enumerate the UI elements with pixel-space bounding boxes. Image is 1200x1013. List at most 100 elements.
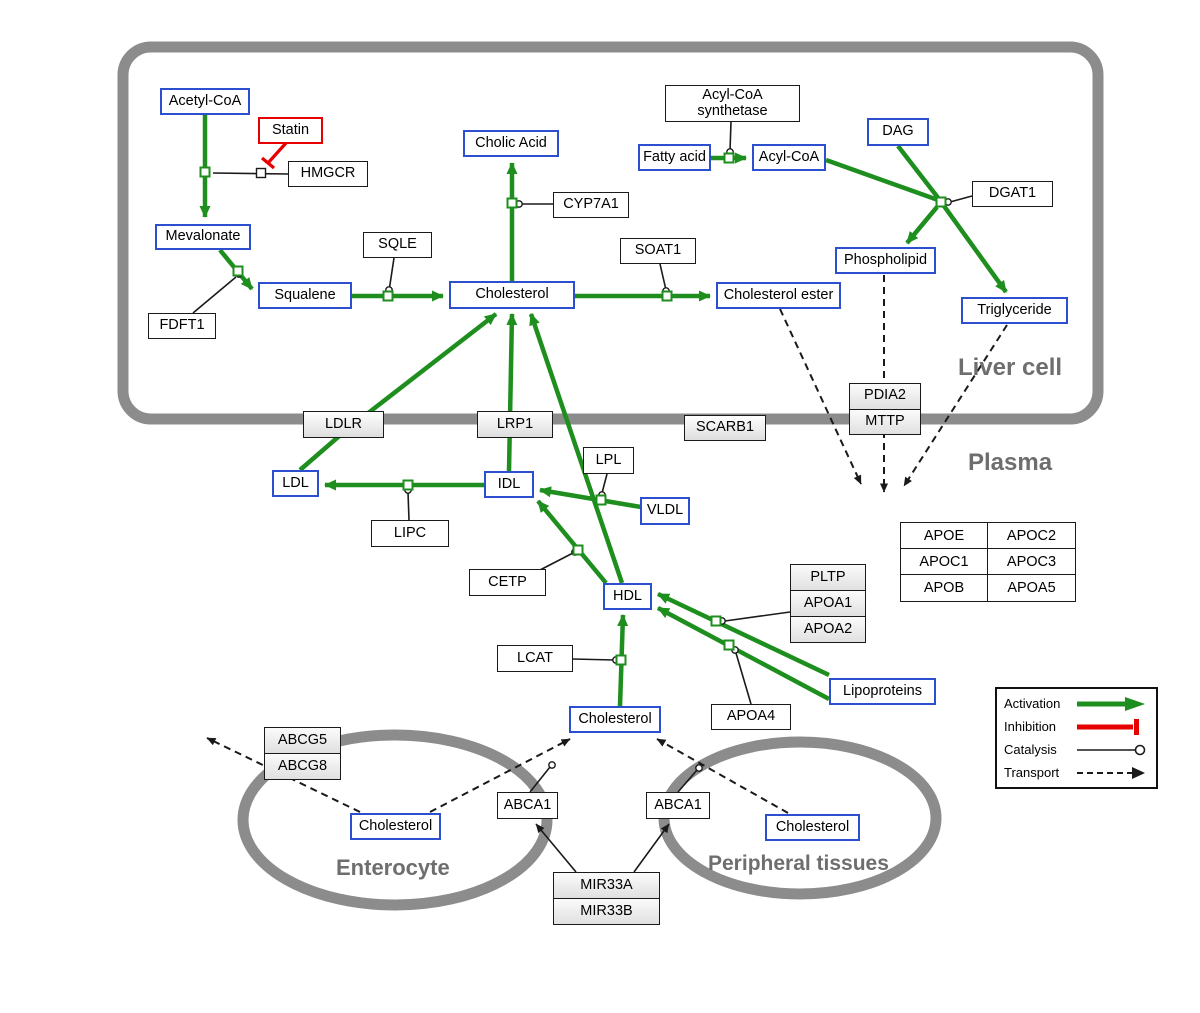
edge-mir33-abca1-left <box>535 823 577 873</box>
node-dgat1[interactable]: DGAT1 <box>972 181 1053 207</box>
node-apoc2[interactable]: APOC2 <box>988 523 1075 549</box>
edge-lipoproteins-hdl-lower <box>656 606 831 701</box>
node-ldl[interactable]: LDL <box>272 470 319 497</box>
reaction-squares <box>199 152 947 666</box>
node-cholesterol-plasma[interactable]: Cholesterol <box>569 706 661 733</box>
node-acetyl-coa[interactable]: Acetyl-CoA <box>160 88 250 115</box>
node-statin[interactable]: Statin <box>258 117 323 144</box>
node-squalene[interactable]: Squalene <box>258 282 352 309</box>
node-cyp7a1[interactable]: CYP7A1 <box>553 192 629 218</box>
legend-inhibition-label: Inhibition <box>1004 719 1057 734</box>
node-apoa2[interactable]: APOA2 <box>791 616 865 642</box>
edge-junction-triglyceride <box>942 204 1008 294</box>
node-cholic-acid[interactable]: Cholic Acid <box>463 130 559 157</box>
node-group-abcg5-abcg8: ABCG5 ABCG8 <box>264 727 341 780</box>
node-fdft1[interactable]: FDFT1 <box>148 313 216 339</box>
edge-catalysis-apoa4 <box>735 652 752 705</box>
edge-catalysis-fdft1 <box>192 276 237 314</box>
edge-dag-junction <box>896 144 941 201</box>
node-acyl-coa-synthetase[interactable]: Acyl-CoA synthetase <box>665 85 800 122</box>
node-mevalonate[interactable]: Mevalonate <box>155 224 251 250</box>
node-scarb1[interactable]: SCARB1 <box>684 415 766 441</box>
node-abca1-enterocyte[interactable]: ABCA1 <box>497 792 558 819</box>
node-cholesterol-peripheral[interactable]: Cholesterol <box>765 814 860 841</box>
node-group-pdia2-mttp: PDIA2 MTTP <box>849 383 921 435</box>
node-cetp[interactable]: CETP <box>469 569 546 596</box>
compartment-shapes <box>117 41 1104 911</box>
inhibition-tbar-icon <box>1077 718 1139 735</box>
peripheral-tissues-label: Peripheral tissues <box>708 852 889 875</box>
node-acyl-coa-2[interactable]: Acyl-CoA <box>752 144 826 171</box>
node-sqle[interactable]: SQLE <box>363 232 432 258</box>
node-mttp[interactable]: MTTP <box>850 408 920 434</box>
inhibition-tbar <box>260 156 276 170</box>
edge-transport-cholesterolester-plasma <box>779 308 862 485</box>
node-phospholipid[interactable]: Phospholipid <box>835 247 936 274</box>
node-pltp[interactable]: PLTP <box>791 565 865 590</box>
edge-catalysis-acylcoa-synthetase <box>729 121 732 152</box>
legend-transport-label: Transport <box>1004 765 1060 780</box>
node-mir33b[interactable]: MIR33B <box>554 898 659 924</box>
node-cholesterol-enterocyte[interactable]: Cholesterol <box>350 813 441 840</box>
edge-catalysis-lcat <box>572 658 615 661</box>
liver-cell-label: Liver cell <box>958 354 1063 381</box>
legend-catalysis-label: Catalysis <box>1004 742 1057 757</box>
edge-transport-triglyceride-plasma <box>903 324 1008 487</box>
node-dag[interactable]: DAG <box>867 118 929 146</box>
catalysis-circle-icon <box>1077 744 1146 755</box>
node-apoa5[interactable]: APOA5 <box>988 575 1075 601</box>
catalysis-edges <box>192 121 973 873</box>
legend-row-transport: Transport <box>1004 764 1149 782</box>
node-lrp1[interactable]: LRP1 <box>477 411 553 438</box>
node-fatty-acid[interactable]: Fatty acid <box>638 144 711 171</box>
node-pdia2[interactable]: PDIA2 <box>850 384 920 409</box>
node-ldlr[interactable]: LDLR <box>303 411 384 438</box>
edge-catalysis-abca1-peripheral <box>677 769 698 793</box>
node-cholesterol-liver[interactable]: Cholesterol <box>449 281 575 309</box>
node-apoc1[interactable]: APOC1 <box>901 549 988 575</box>
node-lipc[interactable]: LIPC <box>371 520 449 547</box>
node-lpl[interactable]: LPL <box>583 447 634 474</box>
node-idl[interactable]: IDL <box>484 471 534 498</box>
activation-arrow-icon <box>1077 696 1145 711</box>
enterocyte-label: Enterocyte <box>336 855 450 880</box>
node-hmgcr[interactable]: HMGCR <box>288 161 368 187</box>
legend-row-inhibition: Inhibition <box>1004 718 1149 736</box>
node-lcat[interactable]: LCAT <box>497 645 573 672</box>
node-vldl[interactable]: VLDL <box>640 497 690 525</box>
edge-hdl-liver-cholesterol <box>528 313 625 584</box>
edge-catalysis-cetp <box>539 552 574 571</box>
node-apoe[interactable]: APOE <box>901 523 988 549</box>
node-abca1-peripheral[interactable]: ABCA1 <box>646 792 710 819</box>
node-abcg5[interactable]: ABCG5 <box>265 728 340 753</box>
hmgcr-catalysis-node <box>255 167 267 179</box>
node-apoa4[interactable]: APOA4 <box>711 704 791 730</box>
node-cholesterol-ester[interactable]: Cholesterol ester <box>716 282 841 309</box>
node-apoa1[interactable]: APOA1 <box>791 590 865 616</box>
enterocyte-membrane <box>237 729 553 911</box>
edge-idl-lrp1-cholesterol <box>506 313 518 472</box>
node-hdl[interactable]: HDL <box>603 583 652 610</box>
inhibition-edge-statin <box>260 141 288 170</box>
node-lipoproteins[interactable]: Lipoproteins <box>829 678 936 705</box>
edge-mir33-abca1-right <box>633 823 670 873</box>
edge-catalysis-lpl <box>601 473 608 494</box>
edge-junction-phospholipid <box>905 205 939 245</box>
node-apob[interactable]: APOB <box>901 575 988 601</box>
node-apoc3[interactable]: APOC3 <box>988 549 1075 575</box>
plasma-label: Plasma <box>968 449 1053 476</box>
liver-cell-membrane <box>117 41 1104 425</box>
edge-inhibition-statin-hmgcr <box>266 141 288 165</box>
node-group-pltp-apoa1-apoa2: PLTP APOA1 APOA2 <box>790 564 866 643</box>
node-soat1[interactable]: SOAT1 <box>620 238 696 264</box>
node-triglyceride[interactable]: Triglyceride <box>961 297 1068 324</box>
node-abcg8[interactable]: ABCG8 <box>265 753 340 779</box>
transport-dashed-arrow-icon <box>1077 766 1145 779</box>
edge-catalysis-dgat1 <box>949 195 973 203</box>
node-mir33a[interactable]: MIR33A <box>554 873 659 898</box>
node-group-mir33a-mir33b: MIR33A MIR33B <box>553 872 660 925</box>
edge-ldl-ldlr-cholesterol <box>298 312 498 472</box>
edge-catalysis-soat1 <box>659 263 667 291</box>
edge-catalysis-hmgcr <box>212 172 289 175</box>
